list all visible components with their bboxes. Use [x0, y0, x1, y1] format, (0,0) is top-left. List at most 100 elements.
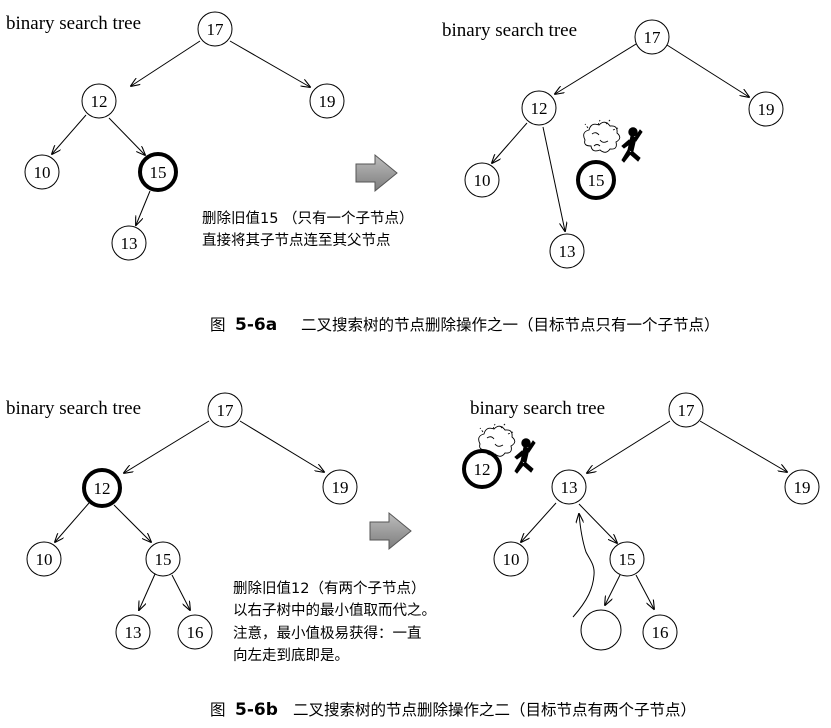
tree-node: 13	[115, 614, 151, 650]
edge-12-10	[492, 122, 528, 163]
empty-node	[580, 609, 622, 651]
removed-node: 12	[462, 449, 502, 489]
edge-13-10	[521, 502, 557, 542]
node-label: 10	[474, 171, 491, 190]
note-line: 注意，最小值极易获得：一直	[233, 624, 422, 642]
edge-17-19	[229, 40, 310, 87]
edge-15-empty	[605, 574, 621, 605]
tree-node: 19	[322, 469, 358, 505]
node-label: 15	[150, 163, 167, 182]
removed-node: 15	[576, 160, 616, 200]
node-label: 10	[503, 550, 520, 569]
note-line: 以右子树中的最小值取而代之。	[233, 602, 436, 619]
edge-17-12	[124, 420, 210, 473]
edge-12-10	[52, 114, 87, 154]
node-label: 17	[217, 401, 235, 420]
target-node: 12	[82, 468, 122, 508]
edge-12-10	[55, 502, 90, 542]
fig-a-before-tree: binary search tree 17 12 19 10 15	[6, 11, 345, 261]
tree-node: 15	[145, 541, 181, 577]
successor-move-path	[572, 514, 595, 618]
caption-prefix: 图	[210, 316, 226, 334]
caption-prefix: 图	[210, 701, 226, 719]
tree-node: 16	[177, 614, 213, 650]
fig-a-caption: 图 5-6a 二叉搜索树的节点删除操作之一（目标节点只有一个子节点）	[210, 315, 720, 335]
node-label: 19	[332, 478, 349, 497]
edge-15-16	[635, 574, 654, 609]
tree-node: 13	[551, 469, 587, 505]
fig-b-caption: 图 5-6b 二叉搜索树的节点删除操作之二（目标节点有两个子节点）	[210, 700, 696, 720]
node-label: 17	[644, 28, 662, 47]
edge-13-15	[578, 503, 617, 543]
node-label: 16	[652, 623, 669, 642]
node-label: 16	[187, 623, 204, 642]
edge-15-16	[171, 574, 190, 610]
node-label: 12	[91, 92, 108, 111]
dust-cloud-icon	[583, 119, 621, 153]
edge-17-19	[666, 44, 749, 97]
kicking-figure-icon	[621, 127, 643, 163]
tree-node: 10	[26, 541, 62, 577]
edge-12-13	[542, 126, 565, 231]
node-label: 19	[794, 478, 811, 497]
caption-text: 二叉搜索树的节点删除操作之一（目标节点只有一个子节点）	[301, 316, 720, 334]
node-label: 12	[94, 479, 111, 498]
node-label: 19	[319, 92, 336, 111]
tree-node: 10	[464, 162, 500, 198]
edge-17-19	[239, 420, 324, 472]
note-line: 删除旧值12（有两个子节点）	[233, 580, 425, 597]
dust-cloud-icon	[478, 423, 516, 457]
fig-b-note: 删除旧值12（有两个子节点） 以右子树中的最小值取而代之。 注意，最小值极易获得…	[233, 580, 436, 664]
tree-node: 19	[748, 91, 784, 127]
tree-node: 19	[784, 469, 820, 505]
tree-node: 15	[609, 541, 645, 577]
transform-arrow-icon	[355, 153, 398, 193]
node-label: 12	[474, 460, 491, 479]
node-label: 13	[121, 234, 138, 253]
tree-node: 17	[197, 11, 233, 47]
edge-12-15	[108, 117, 145, 155]
edge-17-19	[699, 420, 787, 472]
tree-node: 13	[111, 225, 147, 261]
edge-17-13	[587, 420, 671, 473]
node-label: 15	[619, 550, 636, 569]
node-label: 17	[207, 20, 225, 39]
caption-number: 5-6b	[235, 700, 278, 720]
tree-node: 17	[668, 392, 704, 428]
node-label: 15	[155, 550, 172, 569]
node-label: 10	[36, 550, 53, 569]
fig-a-before-title: binary search tree	[6, 13, 141, 34]
tree-node: 12	[81, 83, 117, 119]
tree-node: 16	[642, 614, 678, 650]
tree-node: 17	[207, 392, 243, 428]
kicking-figure-icon	[514, 438, 536, 474]
tree-node: 10	[24, 154, 60, 190]
edge-12-15	[113, 504, 151, 542]
transform-arrow-icon	[369, 511, 412, 551]
tree-node: 17	[634, 19, 670, 55]
fig-a-note: 删除旧值15 （只有一个子节点） 直接将其子节点连至其父节点	[202, 210, 414, 249]
note-line: 删除旧值15 （只有一个子节点）	[202, 210, 414, 227]
tree-node: 12	[521, 90, 557, 126]
node-label: 10	[34, 163, 51, 182]
fig-b-before-tree: binary search tree 17 12 19 10 15	[6, 392, 358, 650]
fig-a-after-tree: binary search tree 17 12 19 10 15	[442, 19, 784, 269]
node-label: 13	[559, 242, 576, 261]
node-label: 13	[561, 478, 578, 497]
caption-text: 二叉搜索树的节点删除操作之二（目标节点有两个子节点）	[293, 701, 696, 719]
target-node: 15	[138, 152, 178, 192]
fig-a-after-title: binary search tree	[442, 20, 577, 41]
node-label: 19	[758, 100, 775, 119]
fig-b-before-title: binary search tree	[6, 398, 141, 419]
edge-15-13	[139, 573, 156, 610]
caption-number: 5-6a	[235, 315, 277, 335]
edge-17-12	[131, 40, 201, 86]
tree-node: 19	[309, 83, 345, 119]
node-label: 12	[531, 99, 548, 118]
fig-b-after-tree: binary search tree 17 12 13 19	[462, 392, 820, 651]
edge-15-13	[136, 190, 151, 225]
tree-node: 10	[493, 541, 529, 577]
note-line: 直接将其子节点连至其父节点	[202, 232, 391, 249]
node-label: 15	[588, 171, 605, 190]
